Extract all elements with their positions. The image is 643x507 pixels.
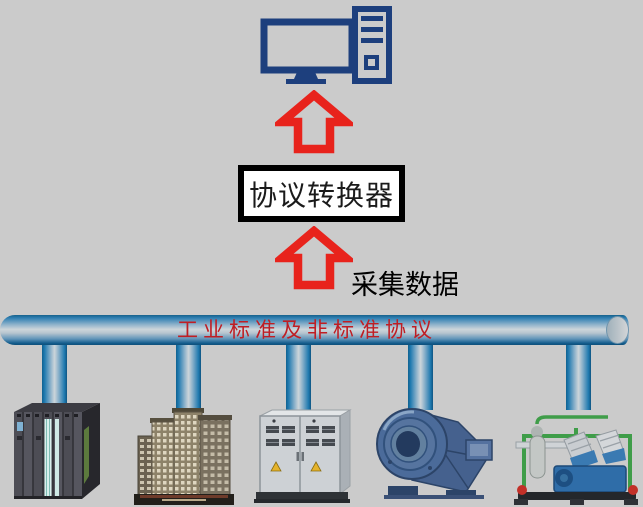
- centrifugal-fan-icon: [376, 408, 493, 499]
- protocol-converter-box: 协议转换器: [238, 165, 405, 222]
- plc-controller-icon: [14, 403, 100, 499]
- desktop-computer-icon: [260, 6, 392, 84]
- collect-data-label: 采集数据: [351, 270, 459, 300]
- drop-pipe: [42, 340, 67, 410]
- protocol-converter-label: 协议转换器: [248, 179, 394, 211]
- drop-pipe: [408, 340, 433, 410]
- up-arrow-icon: [275, 90, 353, 154]
- bus-pipe: [0, 315, 629, 345]
- control-cabinet-icon: [254, 409, 352, 503]
- drop-pipe: [176, 340, 201, 410]
- office-building-icon: [134, 408, 234, 505]
- bus-protocol-label: 工业标准及非标准协议: [177, 319, 437, 342]
- bus-pipe-end-cap: [606, 316, 629, 344]
- up-arrow-icon: [275, 226, 353, 290]
- drop-pipe: [566, 340, 591, 410]
- air-compressor-icon: [514, 415, 638, 505]
- drop-pipe: [286, 340, 311, 410]
